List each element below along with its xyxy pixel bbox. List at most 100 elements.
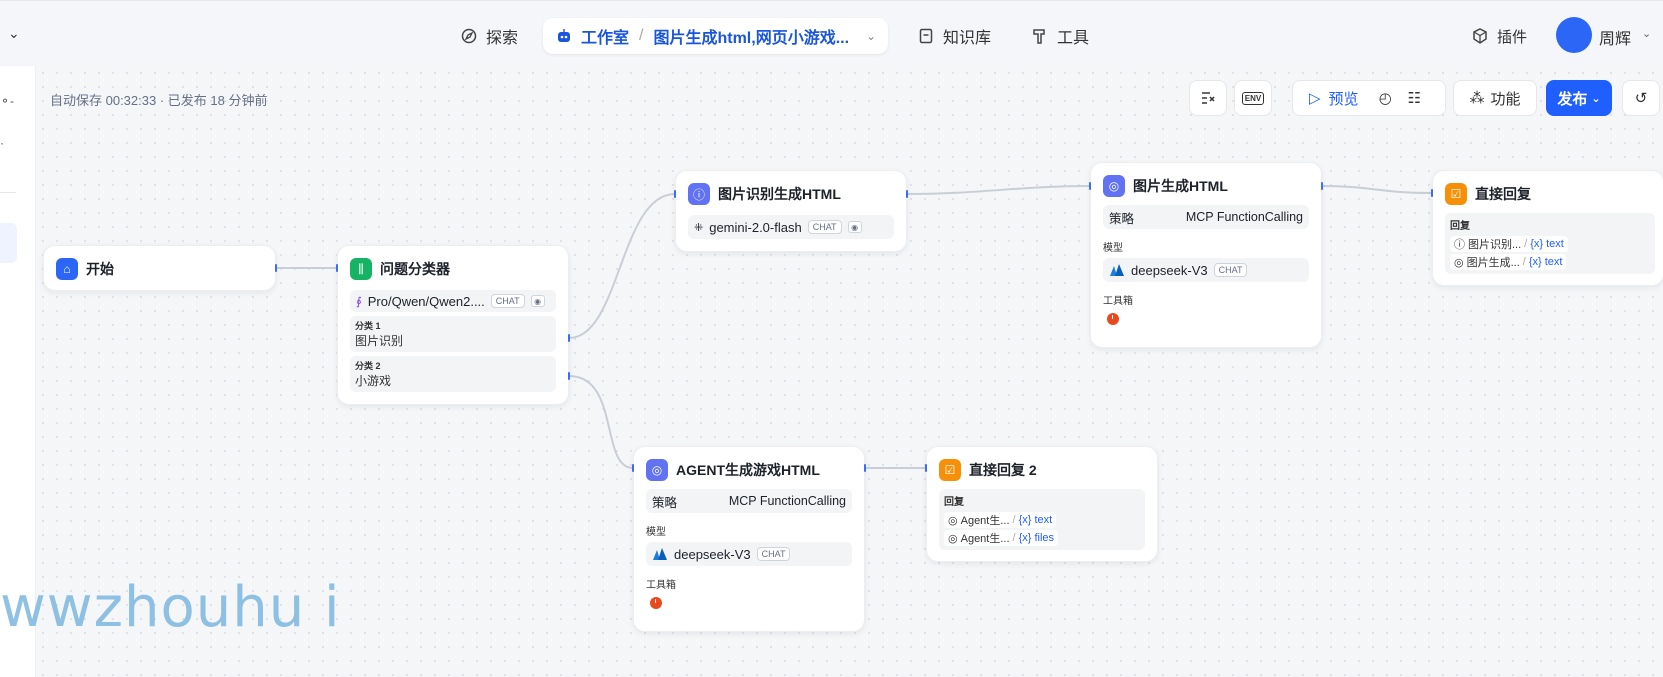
category-item: 分类 2 小游戏 xyxy=(350,356,556,392)
nav-explore-label: 探索 xyxy=(486,30,519,47)
chevron-down-icon: ⌄ xyxy=(865,29,876,43)
compass-icon xyxy=(461,28,477,44)
input-handle[interactable] xyxy=(632,464,634,472)
nav-plugins-label: 插件 xyxy=(1497,28,1528,46)
studio-app-selector[interactable]: 工作室 / 图片生成html,网页小游戏... ⌄ xyxy=(543,18,888,54)
ref-source: Agent生... xyxy=(960,515,1010,527)
nav-knowledge[interactable]: 知识库 xyxy=(917,19,991,53)
features-icon: ⁂ xyxy=(1469,90,1485,107)
nav-explore[interactable]: 探索 xyxy=(460,19,518,53)
node-title: 开始 xyxy=(86,261,114,277)
variable-ref: ⓘ 图片识别... / {x} text xyxy=(1450,236,1568,252)
strategy-value: MCP FunctionCalling xyxy=(1185,210,1303,224)
node-title: AGENT生成游戏HTML xyxy=(676,462,820,478)
hammer-icon xyxy=(1033,29,1045,44)
checklist-icon xyxy=(1202,92,1215,104)
output-handle[interactable] xyxy=(1321,182,1323,190)
preview-button[interactable]: 预览 xyxy=(1328,90,1359,108)
node-agent-game-html[interactable]: ◎ AGENT生成游戏HTML 策略 MCP FunctionCalling 模… xyxy=(633,446,865,632)
node-direct-reply-2[interactable]: ☑ 直接回复 2 回复 ◎ Agent生... / {x} text ◎ Age… xyxy=(926,446,1158,562)
node-direct-reply[interactable]: ☑ 直接回复 回复 ⓘ 图片识别... / {x} text ◎ 图片生成...… xyxy=(1432,170,1663,286)
features-button[interactable]: ⁂ 功能 xyxy=(1453,80,1537,116)
variable-ref: ◎ Agent生... / {x} text xyxy=(944,512,1057,528)
strategy-label: 策略 xyxy=(652,495,678,510)
ref-source: 图片生成... xyxy=(1466,257,1520,269)
divider xyxy=(0,192,16,193)
model-chip[interactable]: ∮ Pro/Qwen/Qwen2.... CHAT ◉ xyxy=(350,290,556,312)
ref-variable: text xyxy=(1546,238,1564,250)
output-handle[interactable] xyxy=(906,190,908,198)
input-handle[interactable] xyxy=(925,464,927,472)
reply-icon: ☑ xyxy=(939,459,961,481)
model-tag: CHAT xyxy=(807,220,842,234)
app-name: 图片生成html,网页小游戏... xyxy=(653,30,850,47)
version-history-button[interactable]: ↺ xyxy=(1622,80,1660,116)
separator: / xyxy=(639,27,644,44)
deepseek-icon xyxy=(1110,264,1124,276)
robot-icon xyxy=(558,29,570,42)
chevron-down-icon[interactable]: ⌄ xyxy=(1642,28,1652,40)
left-sidebar: ⚬- · xyxy=(0,66,36,677)
cube-icon xyxy=(1473,28,1487,44)
play-icon[interactable]: ▷ xyxy=(1309,90,1321,107)
nav-tools-label: 工具 xyxy=(1057,30,1090,47)
model-chip[interactable]: deepseek-V3 CHAT xyxy=(646,542,852,566)
model-name: deepseek-V3 xyxy=(674,546,751,562)
node-start[interactable]: ⌂ 开始 xyxy=(43,245,276,291)
checklist-run-icon[interactable]: ☷ xyxy=(1407,90,1422,107)
nav-plugins[interactable]: 插件 xyxy=(1471,19,1527,53)
category-value: 图片识别 xyxy=(355,334,404,348)
category-value: 小游戏 xyxy=(355,374,392,388)
variable-icon: {x} xyxy=(1018,514,1032,526)
node-title: 图片生成HTML xyxy=(1133,178,1228,194)
node-classifier[interactable]: ⫼ 问题分类器 ∮ Pro/Qwen/Qwen2.... CHAT ◉ 分类 1… xyxy=(337,245,569,405)
model-chip[interactable]: deepseek-V3 CHAT xyxy=(1103,258,1309,282)
ref-variable: text xyxy=(1034,514,1053,526)
book-icon xyxy=(919,28,933,44)
history-run-icon[interactable]: ◴ xyxy=(1378,90,1392,107)
deepseek-icon xyxy=(653,548,667,560)
ref-separator: / xyxy=(1524,238,1528,250)
gemini-icon: ⁜ xyxy=(694,221,704,234)
issue-check-button[interactable] xyxy=(1189,80,1227,116)
nav-tools[interactable]: 工具 xyxy=(1031,19,1089,53)
reply-content: 回复 ◎ Agent生... / {x} text ◎ Agent生... / … xyxy=(939,489,1145,550)
variable-ref: ◎ 图片生成... / {x} text xyxy=(1450,254,1567,270)
category-label: 分类 1 xyxy=(355,321,381,331)
variable-ref: ◎ Agent生... / {x} files xyxy=(944,530,1059,546)
node-icon-small: ◎ xyxy=(1454,256,1464,269)
input-handle[interactable] xyxy=(336,264,338,272)
input-handle[interactable] xyxy=(1431,189,1433,197)
chevron-down-icon[interactable]: ⌄ xyxy=(8,25,20,41)
variable-icon: {x} xyxy=(1530,238,1544,250)
category-item: 分类 1 图片识别 xyxy=(350,316,556,352)
ref-source: Agent生... xyxy=(960,533,1010,545)
output-handle[interactable] xyxy=(568,334,570,342)
ref-variable: files xyxy=(1034,532,1055,544)
node-image-recognition[interactable]: ⓘ 图片识别生成HTML ⁜ gemini-2.0-flash CHAT ◉ xyxy=(675,170,907,252)
node-title: 直接回复 2 xyxy=(969,462,1037,478)
input-handle[interactable] xyxy=(674,190,676,198)
node-image-gen-html[interactable]: ◎ 图片生成HTML 策略 MCP FunctionCalling 模型 dee… xyxy=(1090,162,1322,348)
node-icon-small: ◎ xyxy=(948,532,958,545)
model-name: deepseek-V3 xyxy=(1131,262,1208,278)
avatar[interactable] xyxy=(1556,17,1592,53)
sidebar-active-item[interactable] xyxy=(0,223,17,263)
autosave-status: 自动保存 00:32:33 · 已发布 18 分钟前 xyxy=(50,93,268,108)
toolbox-label: 工具箱 xyxy=(646,580,676,591)
sliders-icon[interactable]: ⚬- xyxy=(0,94,15,108)
eye-icon: ◉ xyxy=(847,221,862,233)
variable-icon: {x} xyxy=(1528,256,1542,268)
input-handle[interactable] xyxy=(1089,182,1091,190)
dot-icon[interactable]: · xyxy=(0,136,4,150)
ref-separator: / xyxy=(1012,532,1016,544)
model-chip[interactable]: ⁜ gemini-2.0-flash CHAT ◉ xyxy=(688,215,894,239)
nav-studio-label: 工作室 xyxy=(581,30,630,47)
output-handle[interactable] xyxy=(864,464,866,472)
env-button[interactable]: ENV xyxy=(1234,80,1272,116)
publish-button[interactable]: 发布 ⌄ xyxy=(1546,80,1612,116)
clock-tool-icon xyxy=(1107,313,1119,325)
output-handle[interactable] xyxy=(568,372,570,380)
user-name[interactable]: 周辉 xyxy=(1599,31,1632,48)
output-handle[interactable] xyxy=(275,264,277,272)
